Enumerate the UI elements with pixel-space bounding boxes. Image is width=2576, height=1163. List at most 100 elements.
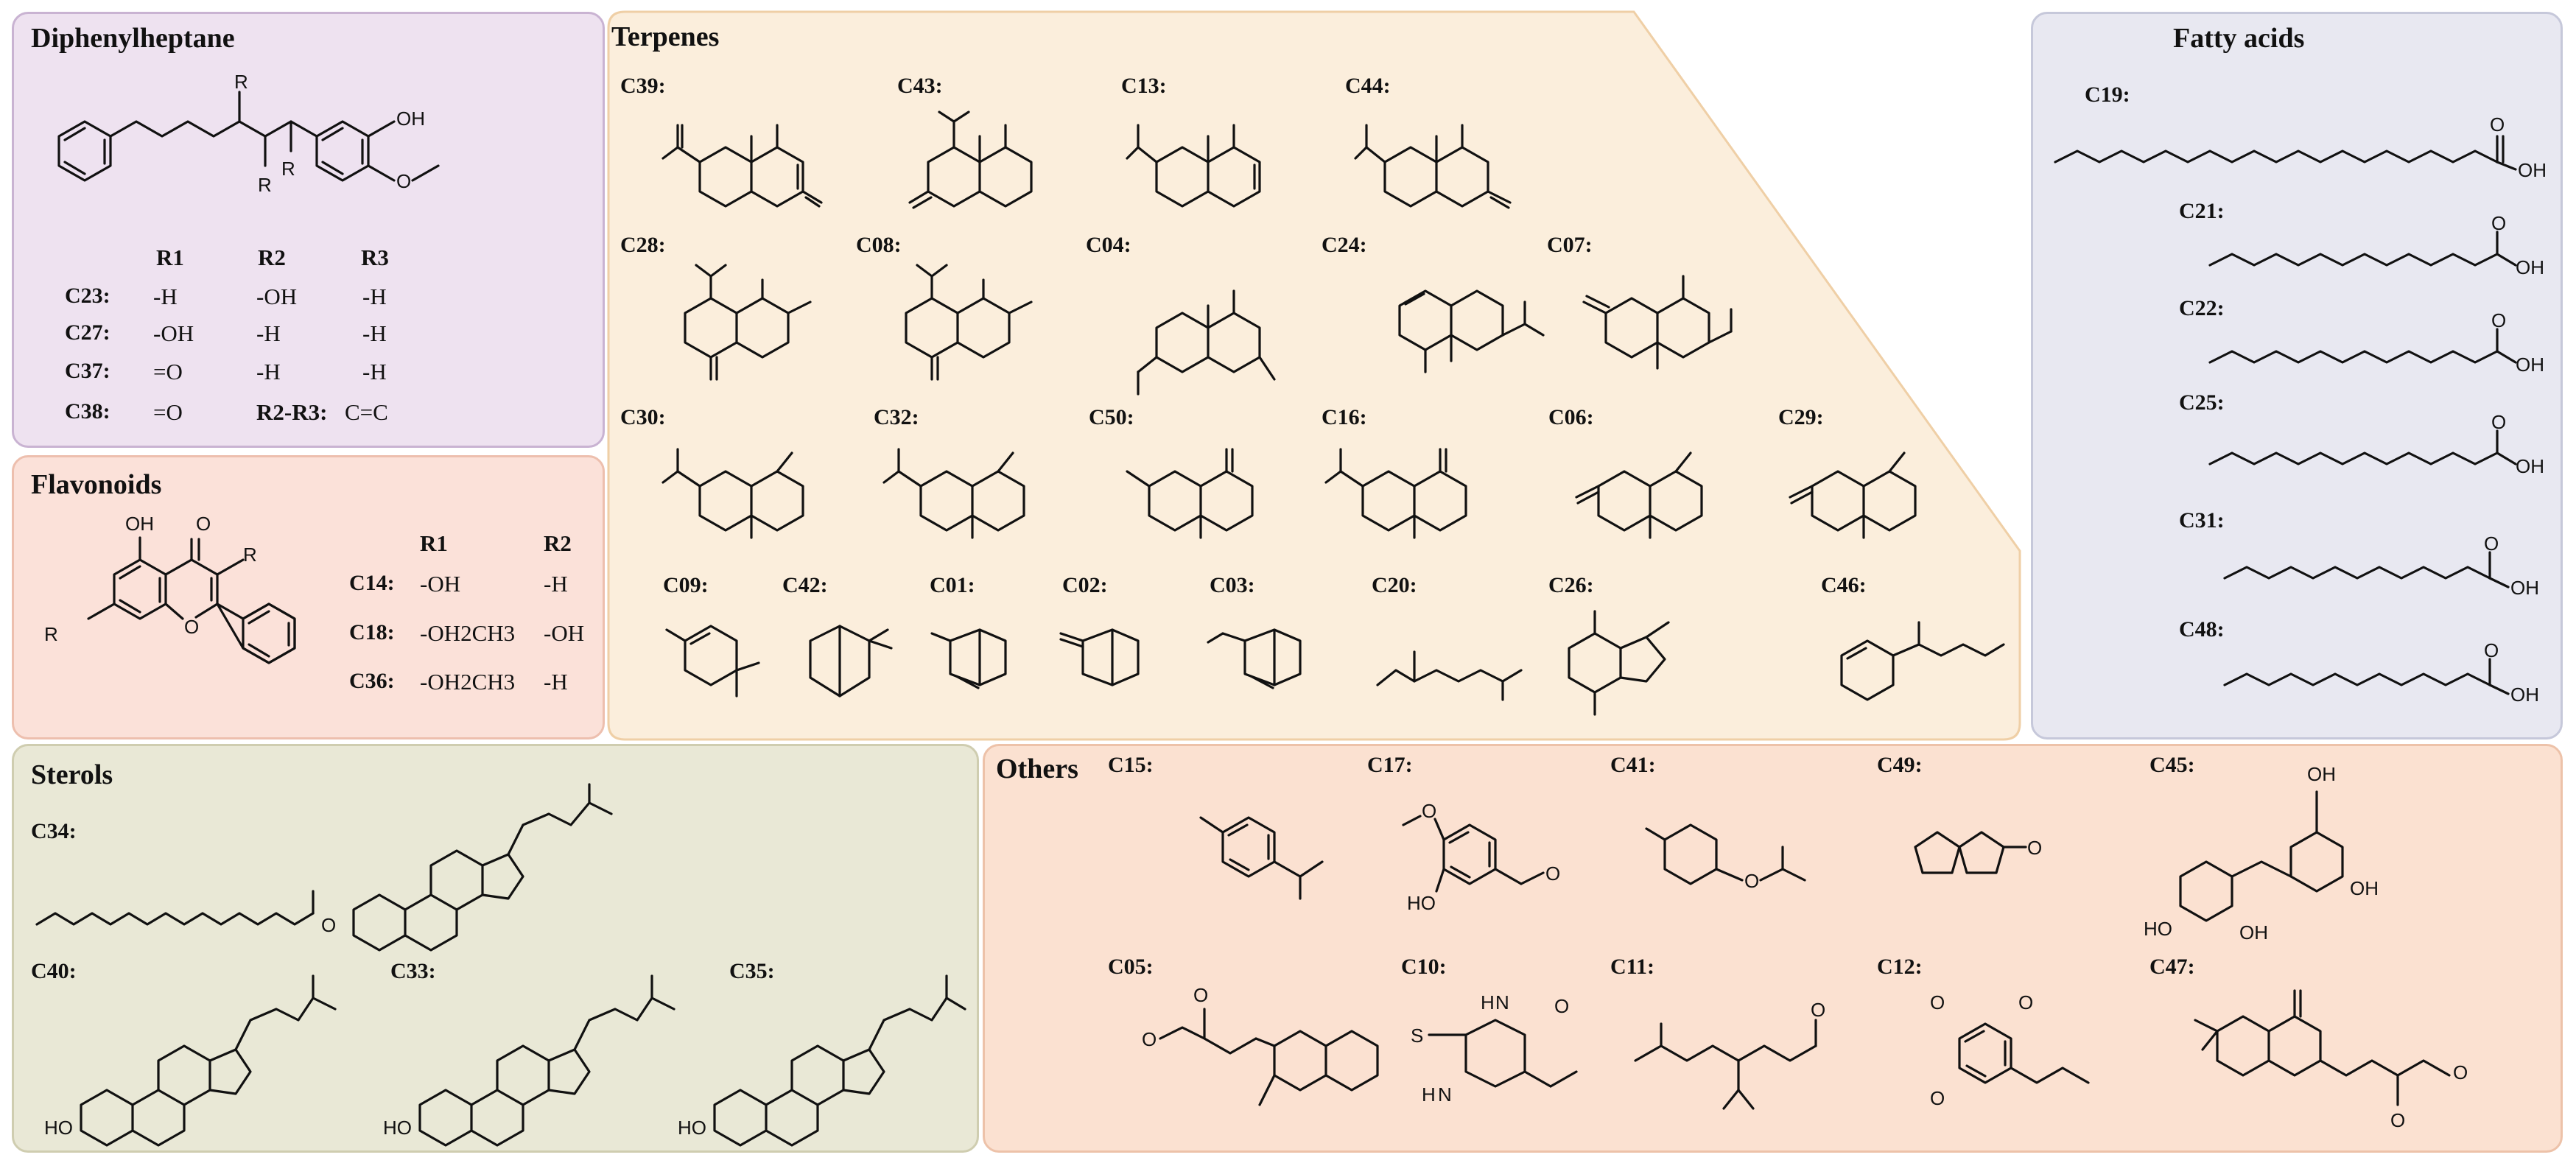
others-title: Others xyxy=(996,753,1078,784)
compound-id: C29: xyxy=(1778,405,1824,429)
diphenylheptane-structure: R R R OH O xyxy=(57,71,440,196)
c26-structure xyxy=(1568,610,1670,716)
c06-structure xyxy=(1575,452,1703,539)
compound-id: C18: xyxy=(349,620,395,644)
c01-structure xyxy=(930,628,1007,689)
c31-structure: OOH xyxy=(2223,533,2539,599)
c08-structure xyxy=(905,264,1033,381)
svg-text:O: O xyxy=(2027,837,2042,859)
r2-value: -OH xyxy=(544,620,585,646)
compound-id: C43: xyxy=(897,74,943,98)
flav-header-r1: R1 xyxy=(420,530,448,556)
svg-text:O: O xyxy=(1930,991,1945,1013)
svg-text:O: O xyxy=(2491,411,2506,433)
c30-structure xyxy=(661,448,804,539)
svg-text:R: R xyxy=(44,623,58,645)
svg-text:HO: HO xyxy=(678,1117,706,1139)
flavonoids-panel xyxy=(12,455,605,739)
svg-text:OH: OH xyxy=(2350,877,2379,899)
compound-id: C15: xyxy=(1108,753,1154,777)
svg-text:O: O xyxy=(1554,995,1569,1017)
compound-id: C46: xyxy=(1821,573,1867,597)
r1-value: =O xyxy=(153,359,183,384)
flavone-structure: OH O R O R xyxy=(44,513,296,664)
svg-text:O: O xyxy=(1193,984,1208,1006)
compound-id: C26: xyxy=(1548,573,1594,597)
compound-id: C13: xyxy=(1121,74,1167,98)
r2-value: R2-R3: xyxy=(256,399,328,425)
compound-id: C07: xyxy=(1547,233,1593,257)
diphenylheptane-title: Diphenylheptane xyxy=(31,23,235,54)
r3-value: -H xyxy=(362,320,387,346)
compound-id: C34: xyxy=(31,819,77,843)
c19-structure: OOH xyxy=(2054,113,2547,181)
r1-value: -OH2CH3 xyxy=(420,620,516,646)
c42-structure xyxy=(809,625,893,698)
compound-id: C17: xyxy=(1367,753,1413,777)
svg-text:OH: OH xyxy=(2239,921,2268,944)
compound-id: C01: xyxy=(930,573,975,597)
c47-structure: O O xyxy=(2194,989,2468,1131)
svg-text:O: O xyxy=(2453,1061,2468,1083)
diph-header-r3: R3 xyxy=(361,245,389,270)
svg-text:OH: OH xyxy=(2307,763,2336,785)
svg-text:O: O xyxy=(2390,1109,2405,1131)
svg-text:O: O xyxy=(396,170,411,192)
r2-value: -H xyxy=(544,571,568,597)
c25-structure: O OH xyxy=(2208,411,2544,477)
c43-structure xyxy=(908,110,1033,209)
compound-id: C50: xyxy=(1089,405,1134,429)
compound-id: C23: xyxy=(65,284,110,308)
svg-text:O: O xyxy=(1811,999,1825,1021)
svg-text:HO: HO xyxy=(2144,918,2172,940)
svg-text:OH: OH xyxy=(125,513,154,535)
c05-structure: OO xyxy=(1142,984,1379,1106)
compound-id: C25: xyxy=(2179,390,2225,415)
svg-text:N: N xyxy=(1438,1083,1452,1106)
c21-structure: OOH xyxy=(2208,212,2544,278)
compound-id: C33: xyxy=(390,959,436,983)
c20-structure xyxy=(1376,650,1523,701)
compound-id: C20: xyxy=(1372,573,1417,597)
compound-id: C08: xyxy=(856,233,902,257)
svg-text:OH: OH xyxy=(2516,455,2544,477)
compound-id: C09: xyxy=(663,573,709,597)
svg-text:HO: HO xyxy=(1407,892,1436,914)
diph-header-r1: R1 xyxy=(156,245,184,270)
c04-structure xyxy=(1137,289,1276,396)
c33-structure: HO xyxy=(383,974,675,1147)
c11-structure: O xyxy=(1634,999,1825,1110)
flavonoids-title: Flavonoids xyxy=(31,469,162,500)
compound-id: C14: xyxy=(349,571,395,595)
compound-id: C40: xyxy=(31,959,77,983)
c32-structure xyxy=(882,448,1025,539)
c49-structure: O xyxy=(1914,831,2042,874)
r1-value: -OH xyxy=(153,320,194,346)
compound-id: C06: xyxy=(1548,405,1594,429)
compound-id: C44: xyxy=(1345,74,1391,98)
svg-text:HO: HO xyxy=(44,1117,73,1139)
svg-text:R: R xyxy=(243,544,257,566)
compound-id: C41: xyxy=(1610,753,1656,777)
compound-id: C30: xyxy=(620,405,666,429)
fatty-acids-panel xyxy=(2031,12,2563,739)
c17-structure: O HO O xyxy=(1402,800,1560,914)
compound-id: C48: xyxy=(2179,617,2225,642)
r3-value: -H xyxy=(362,284,387,309)
r2-value: -OH xyxy=(256,284,298,309)
compound-id: C04: xyxy=(1086,233,1131,257)
compound-id: C37: xyxy=(65,359,110,383)
svg-text:O: O xyxy=(1744,870,1759,892)
svg-text:O: O xyxy=(2484,639,2499,661)
compound-id: C49: xyxy=(1877,753,1923,777)
compound-id: C47: xyxy=(2149,955,2195,979)
svg-text:S: S xyxy=(1411,1025,1423,1047)
c34-structure: O xyxy=(35,783,613,952)
compound-id: C35: xyxy=(729,959,775,983)
svg-text:OH: OH xyxy=(2518,159,2547,181)
r1-value: =O xyxy=(153,399,183,425)
svg-text:O: O xyxy=(1422,800,1436,822)
compound-id: C16: xyxy=(1322,405,1367,429)
